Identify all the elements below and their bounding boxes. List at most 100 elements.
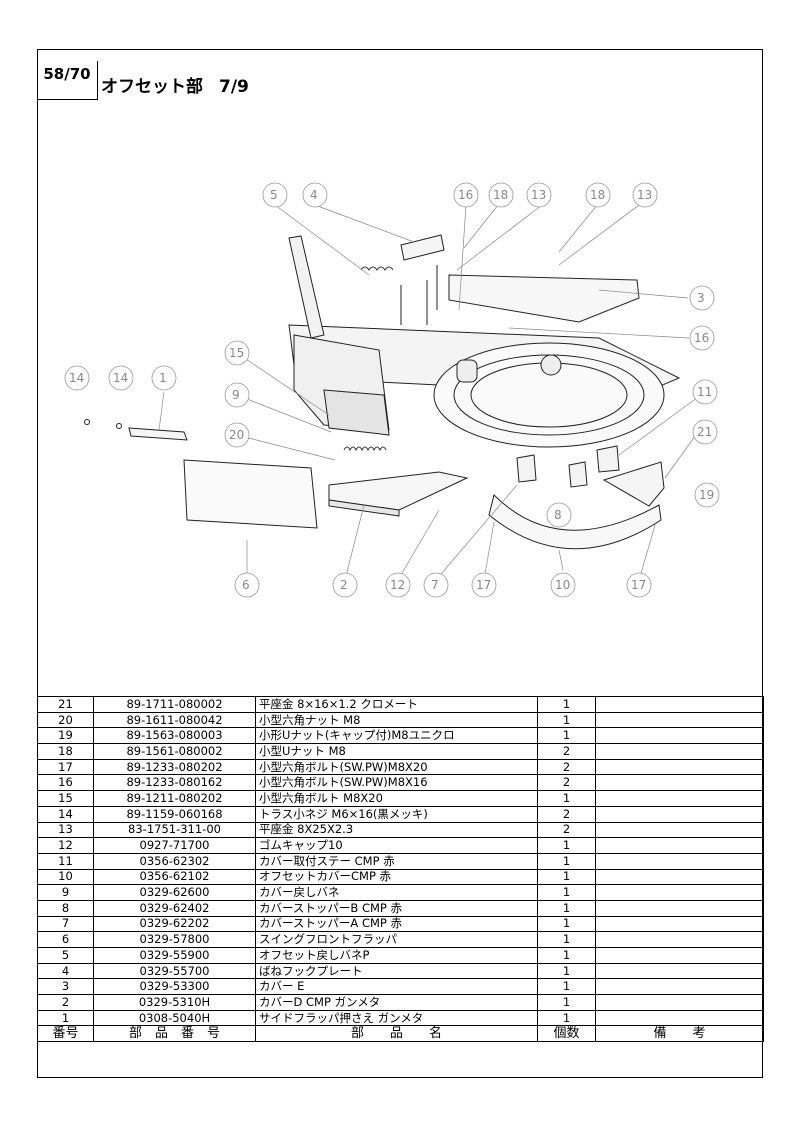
cell-number: 10 [37, 868, 94, 886]
cell-part-number: 0329-55700 [93, 962, 256, 980]
cell-part-number: 89-1233-080162 [93, 774, 256, 792]
svg-text:11: 11 [697, 385, 712, 399]
cell-part-number: 89-1711-080002 [93, 696, 256, 713]
cell-part-name: カバー E [255, 978, 538, 996]
svg-text:10: 10 [555, 578, 570, 592]
svg-text:16: 16 [458, 188, 473, 202]
cell-notes [595, 852, 764, 870]
section-title: オフセット部 [101, 77, 203, 97]
cell-number: 7 [37, 915, 94, 933]
cell-quantity: 1 [537, 711, 596, 729]
svg-text:4: 4 [310, 188, 318, 202]
svg-text:14: 14 [113, 371, 128, 385]
cell-quantity: 1 [537, 837, 596, 854]
cell-quantity: 1 [537, 790, 596, 807]
cell-part-name: スイングフロントフラッパ [255, 931, 538, 948]
cell-quantity: 1 [537, 696, 596, 713]
callout-10: 10 [550, 572, 576, 598]
cell-part-name: オフセットカバーCMP 赤 [255, 868, 538, 886]
svg-text:18: 18 [590, 188, 605, 202]
callout-3: 3 [689, 285, 715, 311]
col-header-number: 番号 [37, 1025, 94, 1043]
cell-notes [595, 790, 764, 807]
svg-text:9: 9 [232, 388, 240, 402]
callout-20: 20 [224, 422, 250, 448]
cell-notes [595, 915, 764, 933]
cell-part-name: 小型六角ボルト M8X20 [255, 790, 538, 807]
callout-11: 11 [692, 379, 718, 405]
cell-notes [595, 758, 764, 776]
cell-part-name: カバー戻しバネ [255, 884, 538, 901]
svg-text:1: 1 [159, 371, 167, 385]
cell-number: 3 [37, 978, 94, 996]
cell-part-number: 0329-62600 [93, 884, 256, 901]
cell-notes [595, 931, 764, 948]
cell-part-number: 83-1751-311-00 [93, 821, 256, 839]
cell-notes [595, 978, 764, 996]
cell-number: 15 [37, 790, 94, 807]
cell-part-name: カバーD CMP ガンメタ [255, 994, 538, 1011]
cell-number: 9 [37, 884, 94, 901]
cell-quantity: 2 [537, 805, 596, 823]
cell-number: 17 [37, 758, 94, 776]
col-header-part-number: 部 品 番 号 [93, 1025, 256, 1043]
callout-12: 12 [385, 572, 411, 598]
cell-quantity: 1 [537, 868, 596, 886]
cell-part-number: 0329-5310H [93, 994, 256, 1011]
cell-number: 16 [37, 774, 94, 792]
cell-part-name: 小型Uナット M8 [255, 743, 538, 760]
svg-text:21: 21 [697, 425, 712, 439]
cell-notes [595, 962, 764, 980]
cell-number: 18 [37, 743, 94, 760]
svg-text:17: 17 [476, 578, 491, 592]
col-header-quantity: 個数 [537, 1025, 596, 1043]
svg-text:7: 7 [431, 578, 439, 592]
page-title: オフセット部 7/9 [101, 72, 265, 97]
cell-number: 21 [37, 696, 94, 713]
cell-part-number: 89-1233-080202 [93, 758, 256, 776]
cell-part-name: 小型六角ナット M8 [255, 711, 538, 729]
cell-part-number: 0329-53300 [93, 978, 256, 996]
callout-19: 19 [694, 482, 720, 508]
svg-text:20: 20 [229, 428, 244, 442]
cell-part-name: サイドフラッパ押さえ ガンメタ [255, 1009, 538, 1027]
callout-15: 15 [224, 340, 250, 366]
cell-quantity: 1 [537, 962, 596, 980]
cell-quantity: 1 [537, 994, 596, 1011]
cell-part-number: 0329-57800 [93, 931, 256, 948]
cell-number: 4 [37, 962, 94, 980]
callout-7: 7 [423, 572, 449, 598]
callout-21: 21 [692, 419, 718, 445]
svg-text:19: 19 [699, 488, 714, 502]
cell-part-name: ばねフックプレート [255, 962, 538, 980]
svg-text:2: 2 [340, 578, 348, 592]
section-subtitle: 7/9 [219, 77, 249, 97]
cell-part-number: 0927-71700 [93, 837, 256, 854]
cell-part-name: ゴムキャップ10 [255, 837, 538, 854]
svg-text:12: 12 [390, 578, 405, 592]
cell-number: 1 [37, 1009, 94, 1027]
callout-9: 9 [224, 382, 250, 408]
callout-17: 17 [626, 572, 652, 598]
cell-part-name: 小型六角ボルト(SW.PW)M8X16 [255, 774, 538, 792]
cell-quantity: 1 [537, 931, 596, 948]
cell-part-number: 89-1561-080002 [93, 743, 256, 760]
cell-quantity: 1 [537, 915, 596, 933]
cell-part-name: 平座金 8×16×1.2 クロメート [255, 696, 538, 713]
callout-16: 16 [453, 182, 479, 208]
col-header-part-name: 部 品 名 [255, 1025, 538, 1043]
